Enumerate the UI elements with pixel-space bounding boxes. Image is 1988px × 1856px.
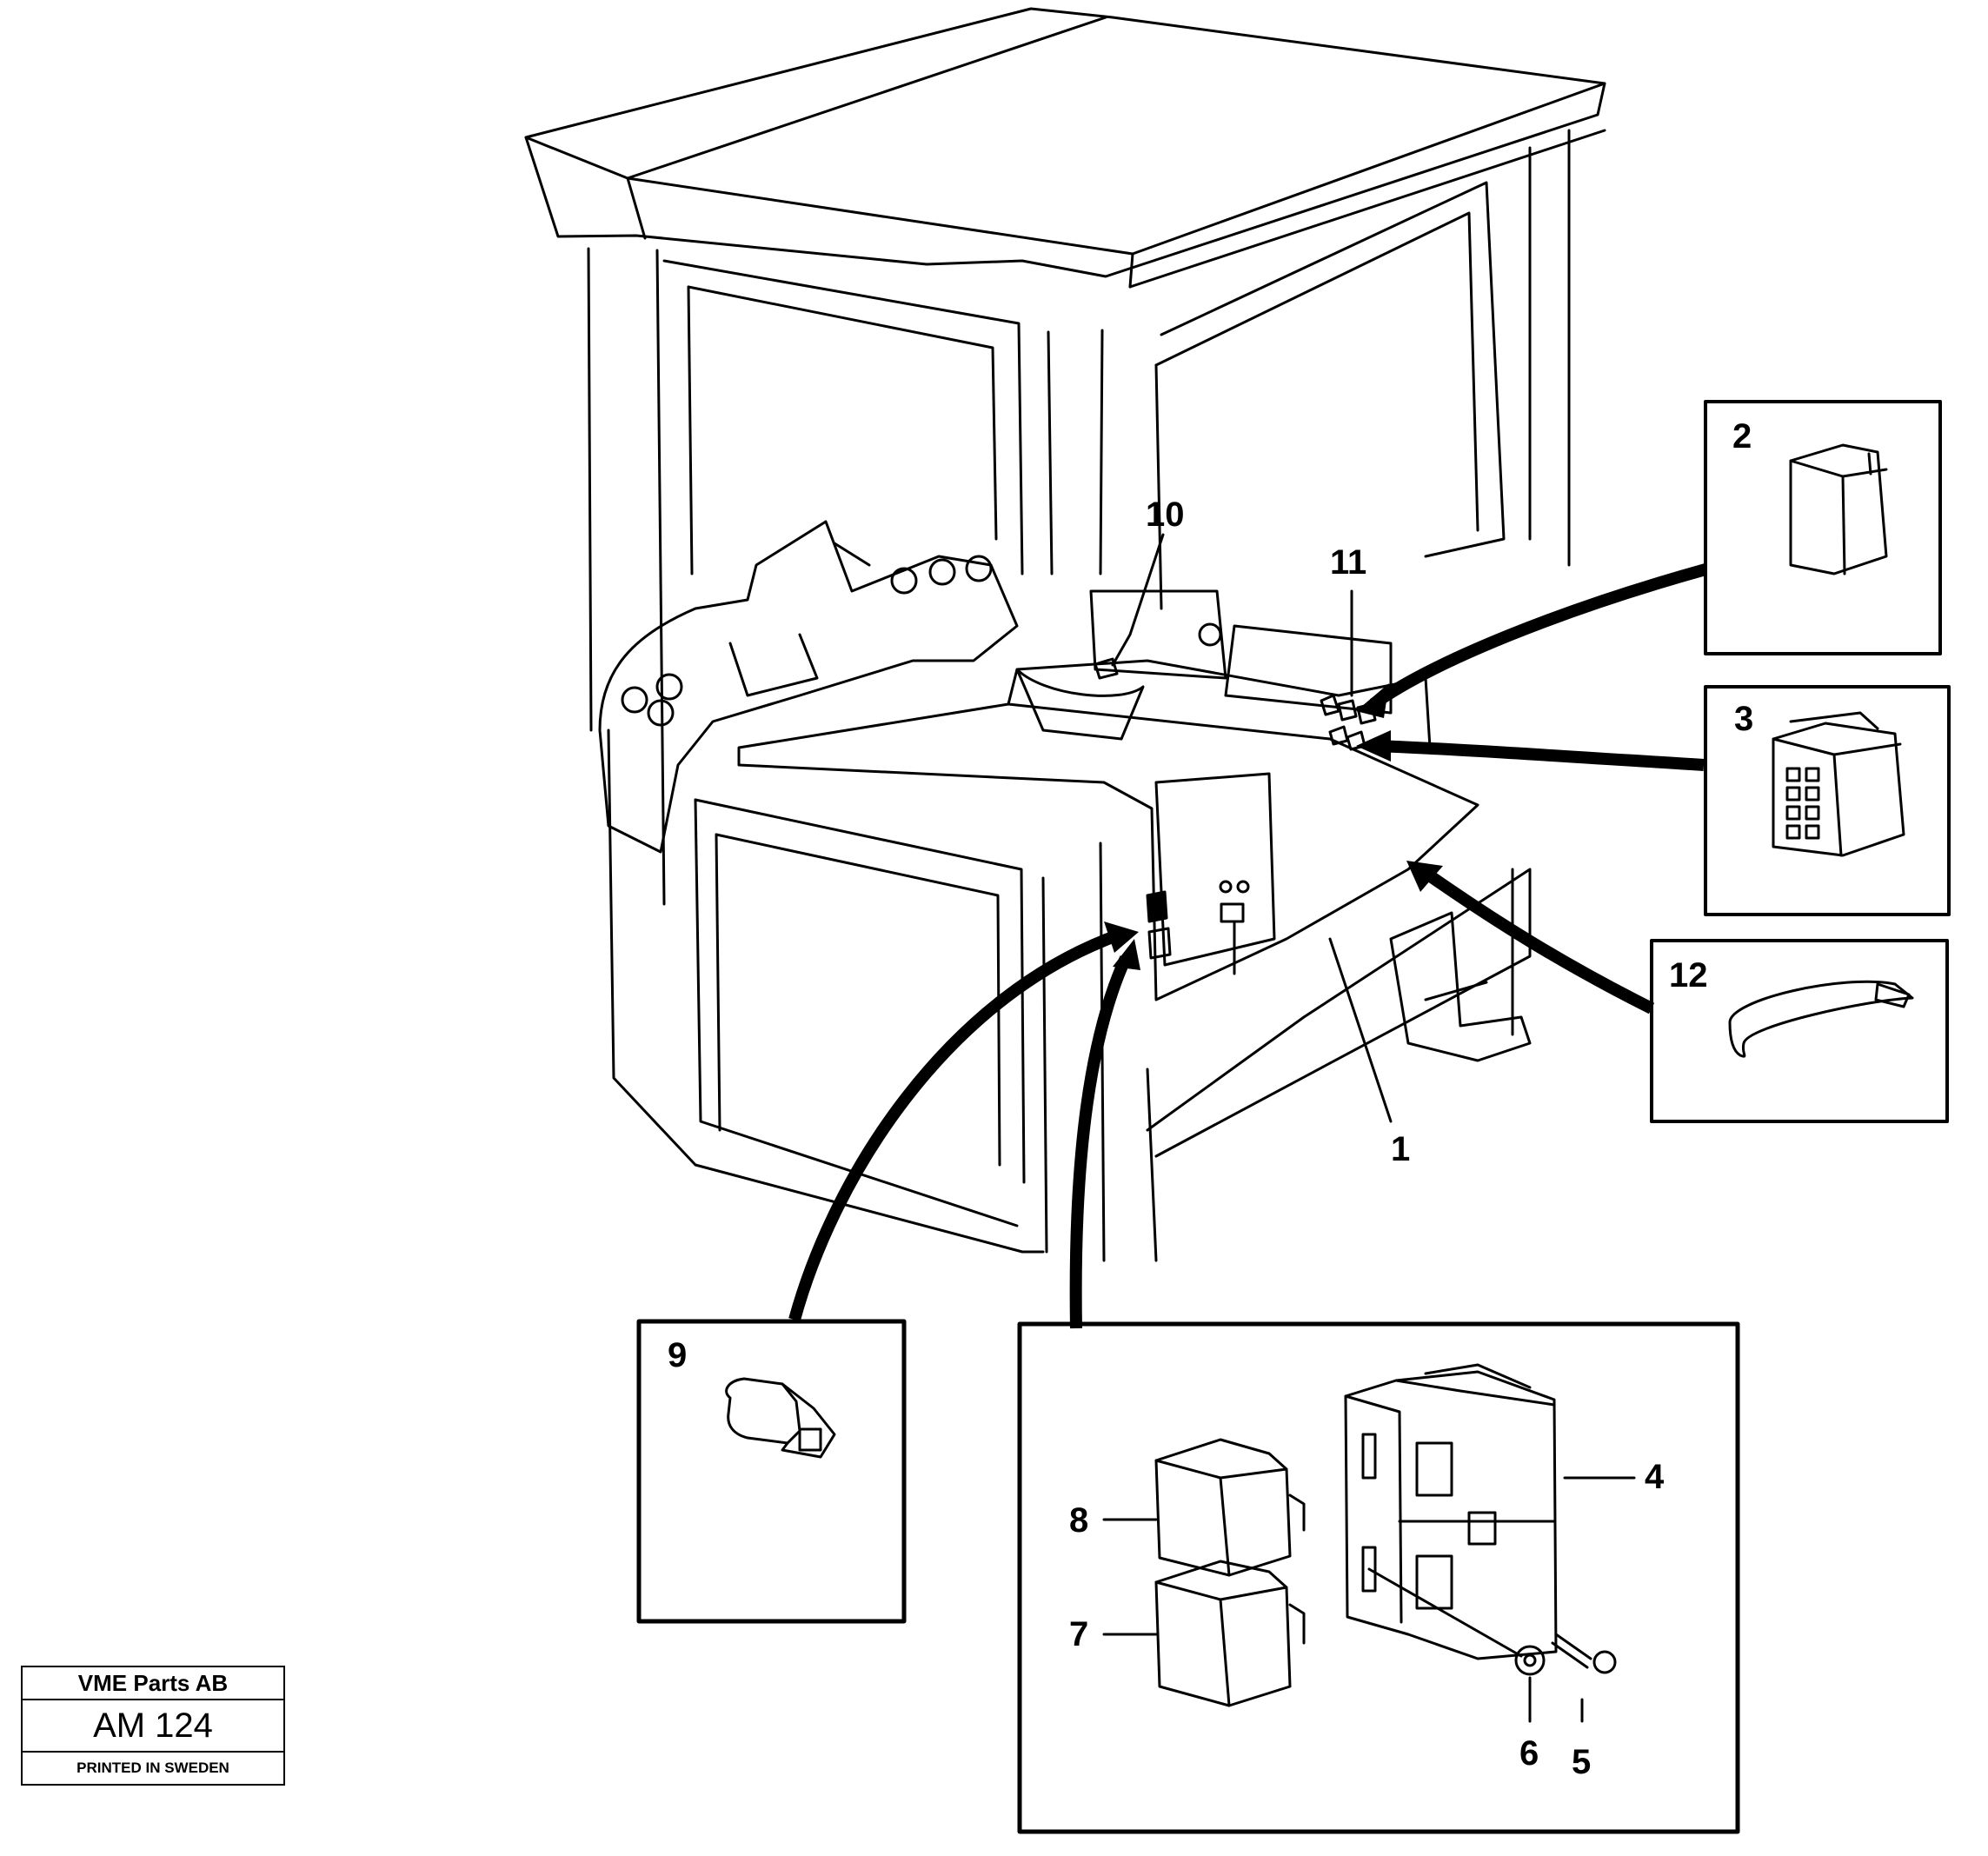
inset-box-2 [1704,400,1942,655]
callout-1: 1 [1391,1130,1410,1168]
inset-box-9 [636,1319,907,1624]
inset-box-relays [1017,1321,1740,1834]
inset-box-12 [1650,939,1949,1123]
stamp-printed: PRINTED IN SWEDEN [76,1760,229,1776]
arrow-heads [1104,683,1443,970]
callout-5: 5 [1572,1743,1591,1781]
stamp-code: AM 124 [23,1700,283,1753]
callout-11: 11 [1330,543,1366,582]
callout-12: 12 [1669,956,1708,995]
callout-4: 4 [1645,1458,1665,1496]
callout-7: 7 [1069,1615,1088,1653]
callout-9: 9 [668,1336,687,1374]
callout-2: 2 [1732,417,1752,456]
title-stamp: VME Parts AB AM 124 PRINTED IN SWEDEN [21,1666,285,1786]
callout-10: 10 [1146,496,1185,534]
cab-illustration [524,7,1606,1262]
callout-8: 8 [1069,1501,1088,1540]
stamp-company: VME Parts AB [23,1667,283,1700]
inset-box-3 [1704,685,1951,916]
callout-3: 3 [1734,700,1753,738]
callout-6: 6 [1519,1734,1539,1773]
callout-labels: 1 2 3 4 5 6 7 8 9 10 11 12 [668,417,1753,1781]
callout-leaders [1102,533,1636,1723]
pointer-arrows [788,563,1707,1329]
